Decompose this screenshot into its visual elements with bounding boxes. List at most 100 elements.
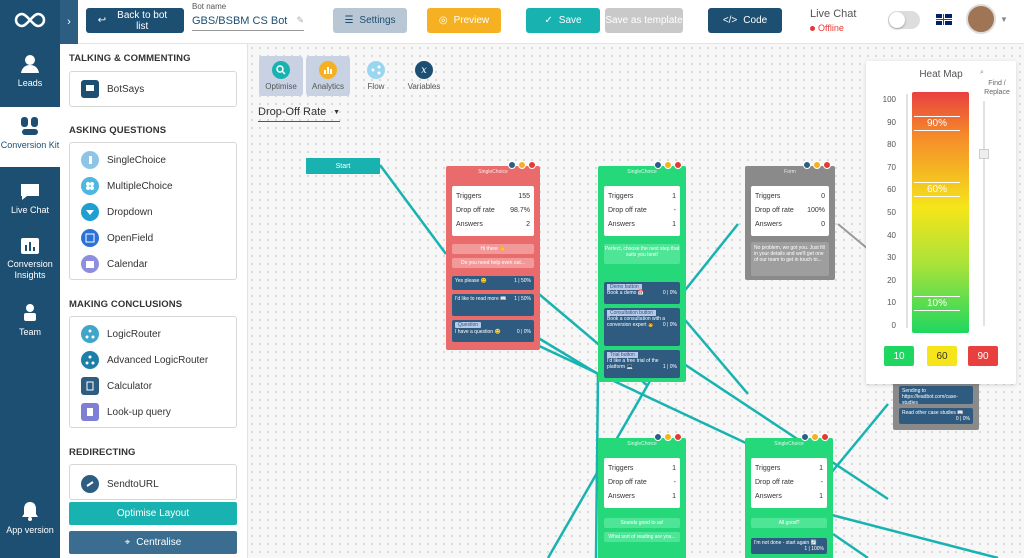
avatar[interactable] [966, 4, 996, 34]
save-button[interactable]: ✓Save [526, 8, 600, 33]
heat-map-title: Heat Map [919, 69, 963, 80]
left-rail: Leads Conversion Kit Live Chat Conversio… [0, 0, 60, 558]
card-title: SingleChoice [627, 441, 657, 447]
collapse-chevron-icon[interactable]: › [60, 0, 78, 44]
dropdown-item[interactable]: Dropdown [81, 203, 153, 221]
duplicate-icon[interactable] [664, 161, 672, 169]
edit-icon[interactable] [801, 433, 809, 441]
calculator-item[interactable]: Calculator [81, 377, 152, 395]
lookup-query-item[interactable]: Look-up query [81, 403, 171, 421]
dropdown-arrow-icon: ▼ [333, 109, 340, 116]
bot-message: What sort of reading are you... [604, 532, 680, 542]
preview-button[interactable]: ◎Preview [427, 8, 501, 33]
duplicate-icon[interactable] [811, 433, 819, 441]
answer-tag: Demo button [607, 284, 642, 290]
delete-icon[interactable] [821, 433, 829, 441]
live-chat-toggle[interactable] [888, 11, 920, 29]
find-replace-icon[interactable]: ⌕ [980, 69, 984, 76]
multiplechoice-item[interactable]: MultipleChoice [81, 177, 173, 195]
delete-icon[interactable] [823, 161, 831, 169]
sendtourl-item[interactable]: SendtoURL [81, 475, 159, 493]
logo-icon[interactable] [0, 0, 60, 40]
rail-label: App version [6, 525, 54, 535]
answer-option[interactable]: Yes please 😊1 | 50% [452, 276, 534, 290]
answer-option[interactable]: Read other case studies 📖0 | 0% [899, 408, 973, 424]
stat-value: 1 [819, 465, 823, 472]
botsays-item[interactable]: BotSays [81, 80, 144, 98]
bot-name-input[interactable]: GBS/BSBM CS Bot ✎ [192, 13, 304, 31]
chevron-down-icon[interactable]: ▼ [1000, 15, 1008, 24]
heat-marker-90[interactable]: 90% [914, 116, 960, 131]
rail-item-conversion-kit[interactable]: Conversion Kit [0, 107, 60, 167]
edit-icon[interactable] [508, 161, 516, 169]
openfield-item[interactable]: OpenField [81, 229, 153, 247]
rail-item-team[interactable]: Team [0, 302, 60, 338]
router-icon [81, 325, 99, 343]
stat-value: 1 [672, 221, 676, 228]
item-label: OpenField [107, 232, 154, 244]
heat-marker-10[interactable]: 10% [914, 296, 960, 311]
delete-icon[interactable] [674, 433, 682, 441]
calendar-item[interactable]: Calendar [81, 255, 148, 273]
variables-tool[interactable]: x Variables [402, 56, 446, 96]
start-node[interactable]: Start [306, 158, 380, 174]
find-slider-handle[interactable] [979, 149, 989, 159]
advanced-logicrouter-item[interactable]: Advanced LogicRouter [81, 351, 208, 369]
item-label: Look-up query [107, 406, 171, 418]
back-label: Back to bot list [117, 9, 168, 32]
duplicate-icon[interactable] [518, 161, 526, 169]
delete-icon[interactable] [528, 161, 536, 169]
answer-option[interactable]: I'm not done - start again 🔄1 | 100% [751, 538, 827, 554]
rail-item-app-version[interactable]: App version [0, 500, 60, 548]
find-slider-track[interactable] [983, 101, 985, 326]
analytics-tool[interactable]: Analytics [306, 56, 350, 96]
logicrouter-item[interactable]: LogicRouter [81, 325, 161, 343]
heat-value-high[interactable]: 90 [968, 346, 998, 366]
back-to-bot-list-button[interactable]: ↩ Back to bot list [86, 8, 184, 33]
edit-icon[interactable] [654, 433, 662, 441]
rail-item-conversion-insights[interactable]: Conversion Insights [0, 236, 60, 282]
stat-value: 155 [518, 193, 530, 200]
save-as-template-button[interactable]: Save as template [605, 8, 683, 33]
edit-pencil-icon[interactable]: ✎ [296, 15, 304, 25]
code-button[interactable]: </>Code [708, 8, 782, 33]
flow-tool[interactable]: Flow [354, 56, 398, 96]
chat-icon [21, 184, 39, 200]
heat-marker-60[interactable]: 60% [914, 182, 960, 197]
optimise-layout-button[interactable]: Optimise Layout [69, 502, 237, 525]
find-replace-label[interactable]: Find / Replace [984, 80, 1010, 96]
answer-tag: Trial button [607, 352, 638, 358]
optimise-tool[interactable]: Optimise [259, 56, 303, 96]
heat-value-mid[interactable]: 60 [927, 346, 957, 366]
preview-label: Preview [453, 15, 490, 26]
rail-item-leads[interactable]: Leads [0, 53, 60, 97]
duplicate-icon[interactable] [813, 161, 821, 169]
rail-item-live-chat[interactable]: Live Chat [0, 182, 60, 218]
duplicate-icon[interactable] [664, 433, 672, 441]
heat-value-low[interactable]: 10 [884, 346, 914, 366]
metric-dropdown[interactable]: Drop-Off Rate ▼ [258, 106, 340, 122]
answer-option[interactable]: I'd like to read more 📖1 | 50% [452, 294, 534, 316]
flow-card-link[interactable]: Sending to https://leadbot.com/case-stud… [893, 382, 979, 430]
uk-flag-icon[interactable] [936, 14, 952, 25]
redirecting-group: SendtoURL [69, 464, 237, 500]
delete-icon[interactable] [674, 161, 682, 169]
centralise-button[interactable]: ⌖ Centralise [69, 531, 237, 554]
flow-canvas[interactable]: Optimise Analytics Flow x Variables Drop… [248, 44, 1024, 558]
singlechoice-item[interactable]: SingleChoice [81, 151, 166, 169]
edit-icon[interactable] [654, 161, 662, 169]
status-dot-icon [810, 25, 815, 31]
settings-button[interactable]: ☰Settings [333, 8, 407, 33]
edit-icon[interactable] [803, 161, 811, 169]
answer-count: 1 | 100% [804, 546, 824, 552]
